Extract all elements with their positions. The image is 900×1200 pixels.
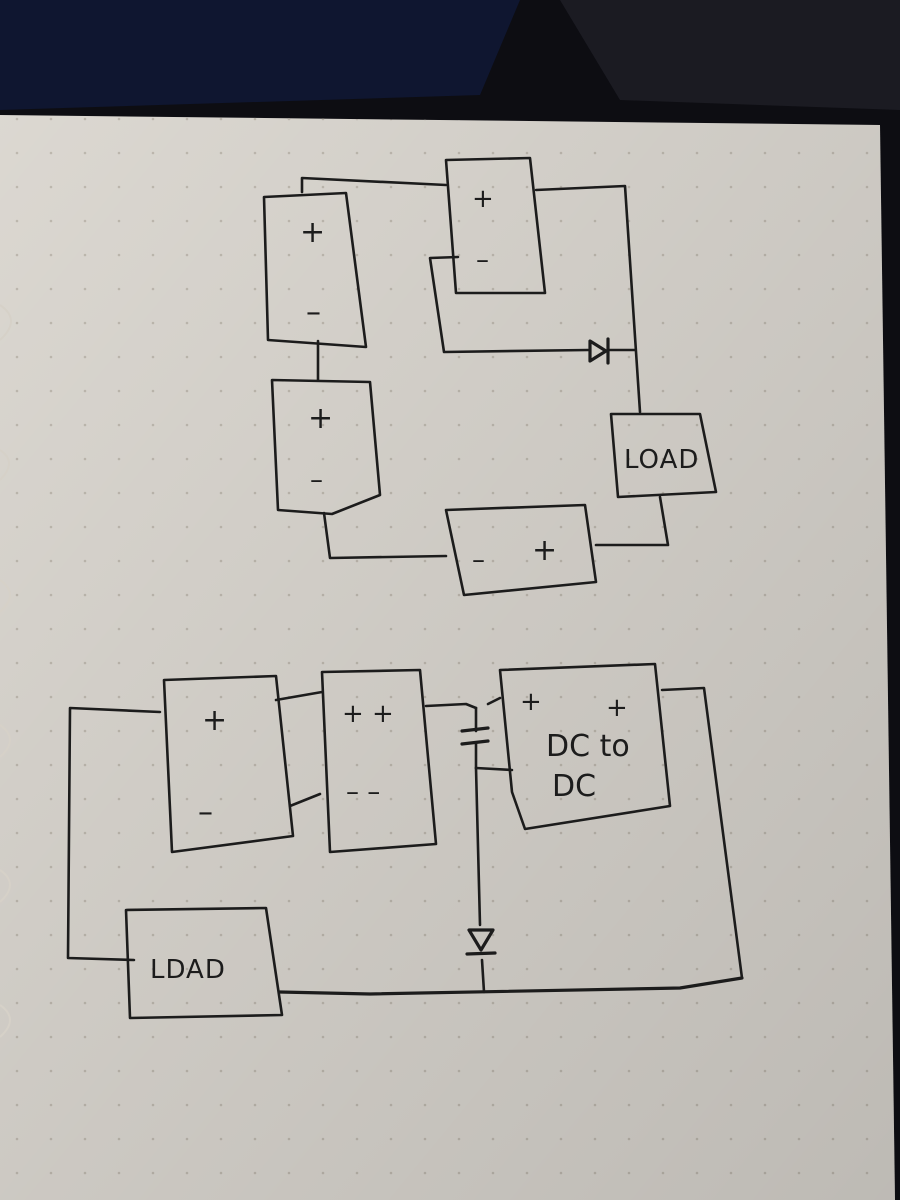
top-battery-b: + – [444, 156, 547, 295]
converter-positive-left: + [520, 687, 542, 717]
bottom-battery-a-negative: – [198, 795, 213, 830]
top-battery-b-positive: + [472, 184, 494, 214]
top-battery-d: – + [444, 503, 598, 597]
top-battery-c: + – [270, 378, 382, 516]
bottom-load-label: LDAD [150, 955, 226, 985]
bottom-battery-b: + + – – [320, 668, 438, 854]
bottom-load: LDAD [124, 906, 284, 1020]
top-wires [300, 176, 670, 560]
top-load-label: LOAD [624, 445, 699, 475]
top-battery-c-positive: + [308, 401, 333, 436]
top-battery-a-positive: + [300, 215, 325, 250]
top-battery-d-negative: – [472, 545, 485, 575]
bottom-battery-a-positive: + [202, 703, 227, 738]
dc-to-dc-converter: + + DC to DC [498, 662, 672, 831]
bottom-diode-icon [465, 928, 497, 956]
bottom-circuit: + – + + – – + + DC to DC LDAD [66, 662, 744, 1020]
bottom-battery-a: + – [162, 674, 295, 854]
top-circuit: + – + – + – – + LOAD [262, 156, 718, 597]
bottom-battery-b-positive: + + [342, 699, 394, 729]
notebook-page [0, 115, 895, 1200]
top-load: LOAD [609, 412, 718, 499]
converter-label-line1: DC to [546, 729, 630, 764]
top-battery-c-negative: – [310, 465, 323, 495]
top-battery-b-negative: – [476, 245, 489, 275]
converter-label-line2: DC [552, 769, 596, 804]
top-battery-a-negative: – [306, 295, 321, 330]
capacitor-icon [460, 706, 490, 770]
bottom-wires [66, 686, 744, 996]
converter-positive-right: + [606, 693, 628, 723]
top-battery-a: + – [262, 191, 368, 349]
top-battery-d-positive: + [532, 533, 557, 568]
bottom-battery-b-negative: – – [346, 777, 380, 807]
top-diode-icon [588, 337, 610, 365]
